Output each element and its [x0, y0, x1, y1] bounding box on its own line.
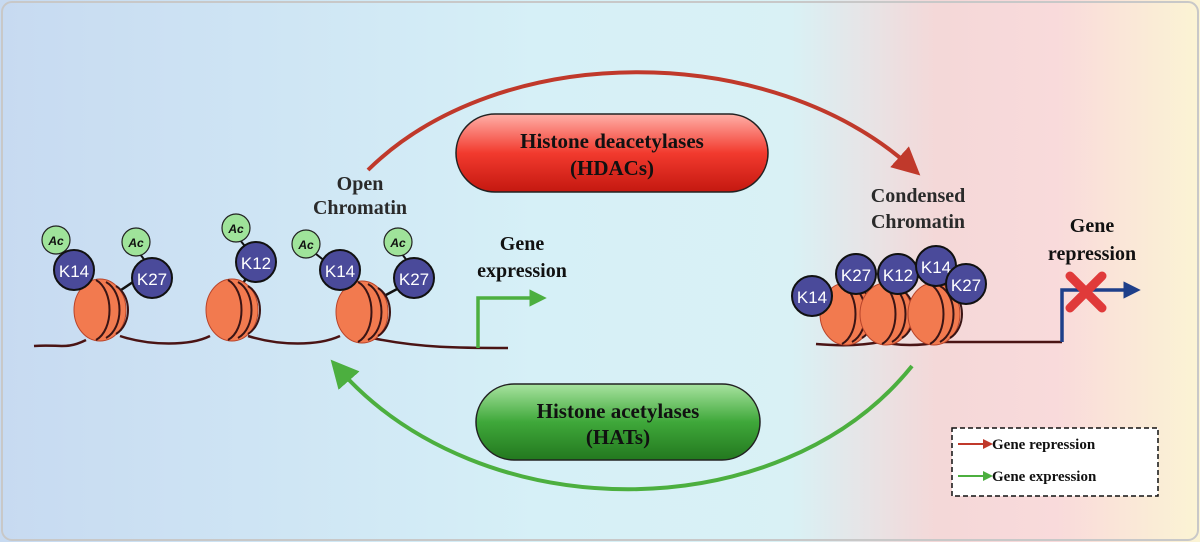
open-chromatin-label-1: Open [337, 173, 384, 195]
svg-text:K14: K14 [59, 262, 89, 281]
svg-text:K12: K12 [241, 254, 271, 273]
lysine-k12-1: K12 [235, 241, 277, 283]
hat-pill: Histone acetylases (HATs) [475, 383, 761, 461]
svg-text:Ac: Ac [389, 236, 406, 250]
hdac-abbrev: (HDACs) [570, 156, 654, 180]
gene-repression-label-2: repression [1048, 243, 1136, 265]
gene-expression-arrow [476, 289, 547, 348]
hat-abbrev: (HATs) [586, 425, 650, 449]
gene-expression-label-2: expression [477, 260, 567, 282]
svg-text:Ac: Ac [297, 238, 314, 252]
lysine-k14-2: K14 [319, 249, 361, 291]
ac-marker-4: Ac [291, 229, 327, 263]
hat-arrow [330, 359, 914, 492]
legend-repression-label: Gene repression [992, 437, 1096, 453]
svg-text:K27: K27 [137, 270, 167, 289]
hdac-pill: Histone deacetylases (HDACs) [455, 113, 769, 193]
gene-repression-label-1: Gene [1070, 215, 1115, 237]
svg-text:K14: K14 [921, 258, 951, 277]
hdac-title: Histone deacetylases [520, 129, 704, 153]
svg-text:K27: K27 [841, 266, 871, 285]
lysine-k27-2: K27 [393, 257, 435, 299]
svg-text:Ac: Ac [227, 222, 244, 236]
hdac-arrow [366, 70, 921, 176]
lysine-k14-condensed-1: K14 [791, 275, 833, 317]
svg-text:K27: K27 [399, 270, 429, 289]
lysine-k12-condensed: K12 [877, 253, 919, 295]
lysine-k27-condensed-2: K27 [945, 263, 987, 305]
dna-strand-open [33, 334, 509, 350]
hat-title: Histone acetylases [537, 399, 700, 423]
legend-expression-label: Gene expression [992, 469, 1097, 485]
lysine-k27-condensed-1: K27 [835, 253, 877, 295]
condensed-chromatin-label-1: Condensed [871, 185, 965, 207]
gene-repression-arrow [1060, 281, 1141, 342]
svg-text:K27: K27 [951, 276, 981, 295]
lysine-k27-1: K27 [131, 257, 173, 299]
cross-icon [1065, 271, 1107, 313]
svg-text:K14: K14 [325, 262, 355, 281]
open-chromatin-label-2: Chromatin [313, 197, 407, 219]
condensed-chromatin-label-2: Chromatin [871, 211, 965, 233]
svg-text:K12: K12 [883, 266, 913, 285]
legend: Gene repression Gene expression [951, 427, 1159, 497]
svg-text:Ac: Ac [127, 236, 144, 250]
lysine-k14-1: K14 [53, 249, 95, 291]
ac-marker-2: Ac [121, 227, 151, 263]
svg-text:Ac: Ac [47, 234, 64, 248]
svg-text:K14: K14 [797, 288, 827, 307]
gene-expression-label-1: Gene [500, 233, 545, 255]
ac-marker-5: Ac [383, 227, 413, 263]
